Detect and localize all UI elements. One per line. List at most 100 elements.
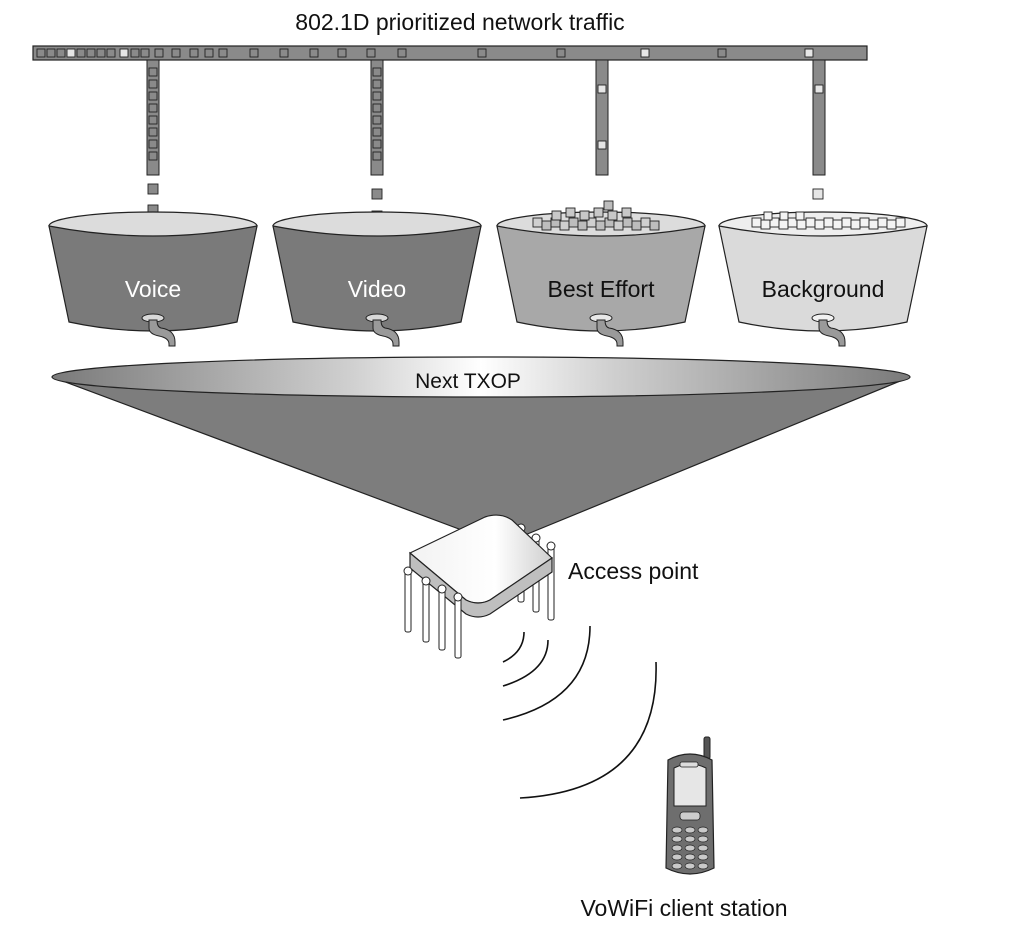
packet — [148, 67, 158, 77]
packet — [607, 210, 618, 221]
bucket-background: Background — [718, 211, 928, 347]
phone-key — [684, 844, 696, 852]
packet — [559, 220, 570, 231]
packet — [119, 48, 129, 58]
packet — [568, 217, 579, 228]
packet — [140, 48, 150, 58]
packet — [593, 207, 604, 218]
packet — [565, 207, 576, 218]
packet — [595, 220, 606, 231]
phone-key — [697, 826, 709, 834]
bucket-label-video: Video — [348, 276, 406, 302]
packet — [477, 48, 487, 58]
packet — [640, 48, 650, 58]
packet — [613, 220, 624, 231]
tap-icon — [141, 313, 176, 347]
packet — [148, 151, 158, 161]
packet — [649, 220, 660, 231]
packet — [597, 140, 607, 150]
best-effort-drop-pipe — [595, 59, 609, 176]
packet — [171, 48, 181, 58]
background-packet-pile — [751, 211, 906, 230]
bucket-video: Video — [272, 211, 482, 347]
tap-icon — [365, 313, 400, 347]
bucket-label-voice: Voice — [125, 276, 181, 302]
packet — [640, 217, 651, 228]
packet — [147, 183, 159, 195]
packet — [763, 211, 773, 221]
packet — [850, 219, 861, 230]
packet — [204, 48, 214, 58]
packet — [717, 48, 727, 58]
packet — [372, 67, 382, 77]
phone-key — [697, 844, 709, 852]
packet — [366, 48, 376, 58]
packet — [886, 219, 897, 230]
packet — [218, 48, 228, 58]
packet — [621, 207, 632, 218]
packet — [372, 91, 382, 101]
drop-pipes — [146, 59, 826, 231]
packet — [309, 48, 319, 58]
traffic-pipe — [32, 45, 868, 61]
packet — [148, 127, 158, 137]
best-effort-packet-pile — [532, 200, 660, 231]
access-point-label: Access point — [568, 558, 699, 584]
packet — [577, 220, 588, 231]
phone-key — [671, 826, 683, 834]
phone-key — [697, 835, 709, 843]
packet — [36, 48, 46, 58]
pipe-packets — [36, 48, 814, 58]
packet — [603, 200, 614, 211]
packet — [841, 217, 852, 228]
packet — [106, 48, 116, 58]
packet — [795, 211, 805, 221]
packet — [46, 48, 56, 58]
phone-key — [684, 853, 696, 861]
packet — [148, 103, 158, 113]
packet — [372, 127, 382, 137]
packet — [148, 139, 158, 149]
packet — [148, 91, 158, 101]
packet — [779, 211, 789, 221]
packet — [372, 103, 382, 113]
packet — [760, 219, 771, 230]
access-point-icon — [403, 514, 556, 659]
background-drop-pipe — [812, 59, 826, 176]
phone-icon — [665, 736, 715, 875]
phone-key — [671, 853, 683, 861]
radio-waves — [502, 625, 657, 799]
packet — [66, 48, 76, 58]
diagram-title: 802.1D prioritized network traffic — [295, 9, 624, 35]
phone-key — [684, 826, 696, 834]
phone-key — [671, 835, 683, 843]
packet — [778, 219, 789, 230]
packet — [579, 210, 590, 221]
packet — [832, 219, 843, 230]
packet — [804, 48, 814, 58]
packet — [597, 84, 607, 94]
bucket-voice: Voice — [48, 211, 258, 347]
packet — [372, 139, 382, 149]
phone-key — [684, 835, 696, 843]
phone-key — [684, 862, 696, 870]
packet — [86, 48, 96, 58]
packet — [371, 188, 383, 200]
funnel-label: Next TXOP — [415, 370, 521, 393]
packet — [56, 48, 66, 58]
phone-key — [671, 862, 683, 870]
packet — [895, 217, 906, 228]
packet — [532, 217, 543, 228]
packet — [397, 48, 407, 58]
phone-key — [671, 844, 683, 852]
packet — [551, 210, 562, 221]
packet — [622, 217, 633, 228]
tap-icon — [589, 313, 624, 347]
bucket-best-effort: Best Effort — [496, 200, 706, 347]
packet — [556, 48, 566, 58]
packet — [372, 79, 382, 89]
packet — [372, 115, 382, 125]
packet — [796, 219, 807, 230]
client-station-label: VoWiFi client station — [580, 895, 787, 921]
